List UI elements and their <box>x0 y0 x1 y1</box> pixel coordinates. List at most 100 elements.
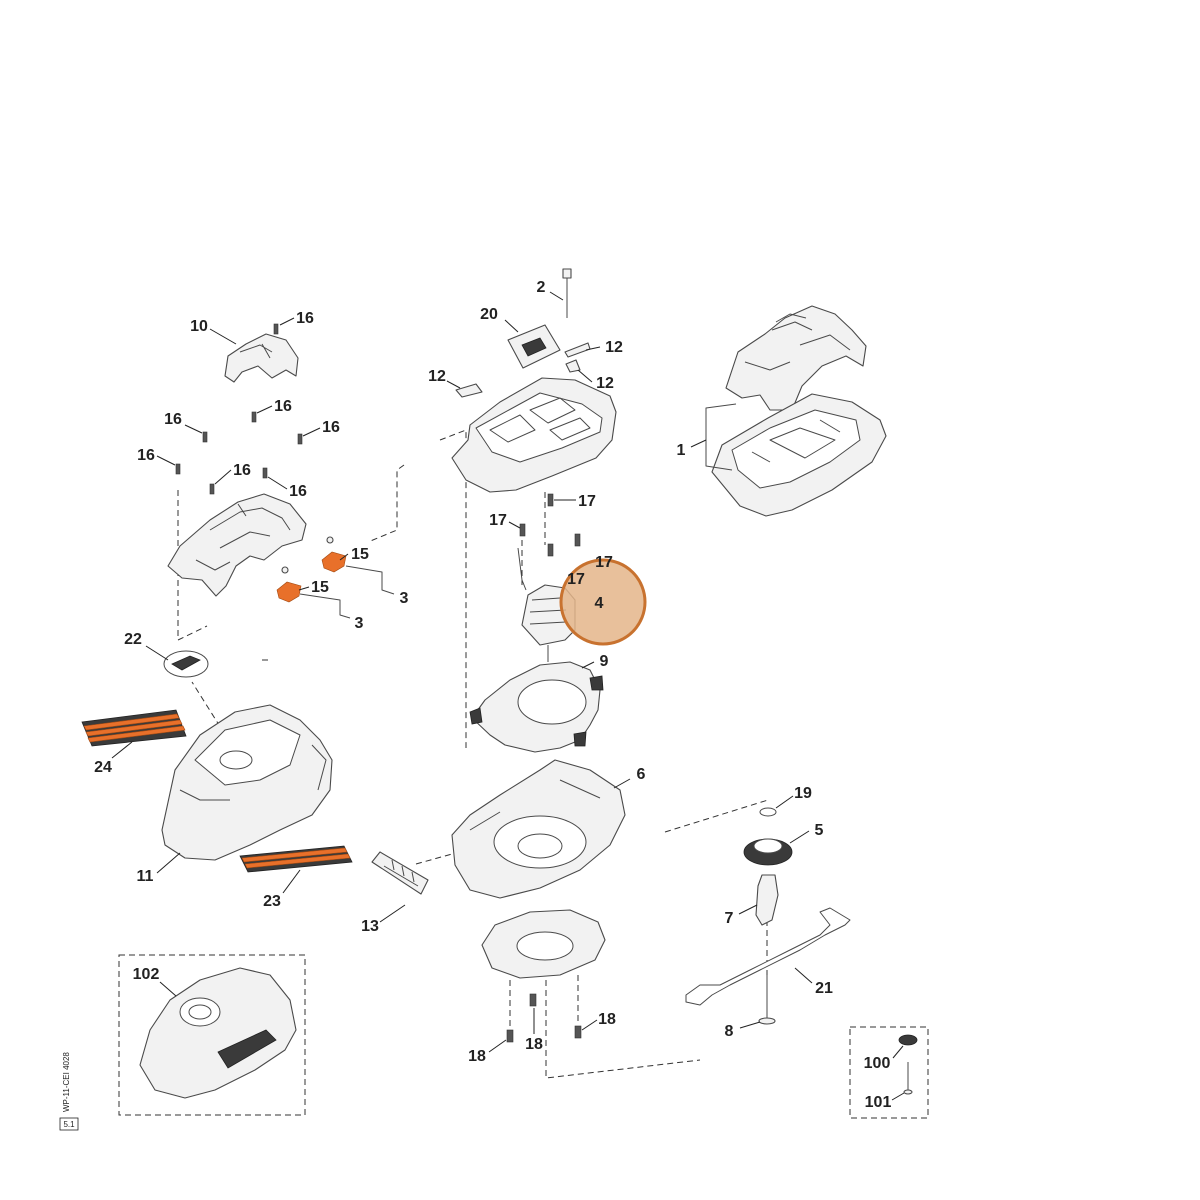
callout-101[interactable]: 101 <box>865 1094 892 1111</box>
part-17-screws <box>519 493 581 557</box>
motor-cable <box>517 547 527 591</box>
leader-line <box>891 1092 905 1101</box>
leader-line <box>209 328 237 345</box>
screw-17 <box>519 523 526 537</box>
drawing-ref-box <box>59 1117 79 1131</box>
callout-17[interactable]: 17 <box>489 512 507 529</box>
part-11-cover <box>161 704 333 861</box>
blade-hub-group <box>743 807 793 926</box>
callout-13[interactable]: 13 <box>361 918 379 935</box>
leader-line <box>339 553 349 561</box>
callout-8[interactable]: 8 <box>725 1023 734 1040</box>
leader-line <box>577 369 593 383</box>
pin-head <box>562 268 572 279</box>
leader-line <box>256 405 273 414</box>
callout-16[interactable]: 16 <box>164 411 182 428</box>
callout-16[interactable]: 16 <box>296 310 314 327</box>
callout-4[interactable]: 4 <box>595 595 604 612</box>
callout-18[interactable]: 18 <box>468 1048 486 1065</box>
callout-24[interactable]: 24 <box>94 759 112 776</box>
callout-22[interactable]: 22 <box>124 631 142 648</box>
callout-102[interactable]: 102 <box>133 966 160 983</box>
callout-17[interactable]: 17 <box>567 571 585 588</box>
leader-line <box>159 981 177 997</box>
bracket-3 <box>345 565 395 595</box>
callout-1[interactable]: 1 <box>677 442 686 459</box>
leader-lines <box>111 291 905 1101</box>
leader-line <box>892 1045 904 1059</box>
callout-20[interactable]: 20 <box>480 306 498 323</box>
callout-16[interactable]: 16 <box>289 483 307 500</box>
callout-23[interactable]: 23 <box>263 893 281 910</box>
callout-21[interactable]: 21 <box>815 980 833 997</box>
frame-tab <box>589 675 604 691</box>
clip <box>565 359 581 373</box>
leader-line <box>111 741 133 759</box>
chassis-body <box>167 493 307 597</box>
leader-line <box>214 469 232 485</box>
part-100-disk <box>898 1034 918 1046</box>
part-10-bracket <box>224 333 299 383</box>
leader-line <box>379 904 406 923</box>
housing-ring <box>517 833 563 859</box>
callout-3[interactable]: 3 <box>400 590 409 607</box>
callout-15[interactable]: 15 <box>311 579 329 596</box>
motor-detail <box>529 597 567 625</box>
callout-11[interactable]: 11 <box>137 868 154 885</box>
callout-16[interactable]: 16 <box>322 419 340 436</box>
decal-23-stripe <box>244 853 351 869</box>
callout-16[interactable]: 16 <box>233 462 251 479</box>
part-101-bolt-head <box>903 1089 913 1095</box>
housing-opening <box>493 815 587 869</box>
callout-2[interactable]: 2 <box>537 279 546 296</box>
callout-10[interactable]: 10 <box>190 318 208 335</box>
decal-24-stripe <box>85 719 183 737</box>
top-tray <box>451 377 617 493</box>
callout-9[interactable]: 9 <box>600 653 609 670</box>
clip-15 <box>321 551 347 573</box>
callout-12[interactable]: 12 <box>596 375 614 392</box>
callout-18[interactable]: 18 <box>598 1011 616 1028</box>
screw-16 <box>297 433 303 445</box>
leader-line <box>738 904 758 915</box>
lower-tray-compartment <box>731 409 861 489</box>
callout-17[interactable]: 17 <box>578 493 596 510</box>
upper-chassis-detail <box>744 313 851 371</box>
housing-detail <box>469 779 601 831</box>
callout-100[interactable]: 100 <box>864 1055 891 1072</box>
part-16-screws <box>175 323 303 495</box>
bottom-plate <box>481 909 606 979</box>
frame-tab <box>469 707 483 725</box>
screw-16 <box>175 463 181 475</box>
callout-16[interactable]: 16 <box>274 398 292 415</box>
part-24-decal <box>81 709 187 747</box>
screw-16 <box>209 483 215 495</box>
screw-16 <box>202 431 208 443</box>
drawing-ref-code: WP-11-CEI 4028 <box>62 1052 71 1112</box>
part-8-bolt <box>758 975 776 1025</box>
callout-12[interactable]: 12 <box>428 368 446 385</box>
callout-15[interactable]: 15 <box>351 546 369 563</box>
callout-19[interactable]: 19 <box>794 785 812 802</box>
drawing-reference: WP-11-CEI 4028 5.1 <box>59 1052 79 1131</box>
screw-17 <box>547 543 554 557</box>
callout-16[interactable]: 16 <box>137 447 155 464</box>
callout-5[interactable]: 5 <box>815 822 824 839</box>
callout-18[interactable]: 18 <box>525 1036 543 1053</box>
leader-line <box>279 317 295 326</box>
cover-102-ring <box>179 997 221 1027</box>
callout-7[interactable]: 7 <box>725 910 734 927</box>
callout-6[interactable]: 6 <box>637 766 646 783</box>
leader-line <box>508 521 521 529</box>
cover-102 <box>139 967 297 1099</box>
screw-18 <box>529 993 537 1007</box>
leader-line <box>581 661 595 669</box>
callout-12[interactable]: 12 <box>605 339 623 356</box>
plate-opening <box>516 931 574 961</box>
callout-3[interactable]: 3 <box>355 615 364 632</box>
screw-17 <box>574 533 581 547</box>
assembly-line <box>664 799 769 833</box>
callout-17[interactable]: 17 <box>595 554 613 571</box>
drawing-ref-box-text: 5.1 <box>63 1120 75 1129</box>
